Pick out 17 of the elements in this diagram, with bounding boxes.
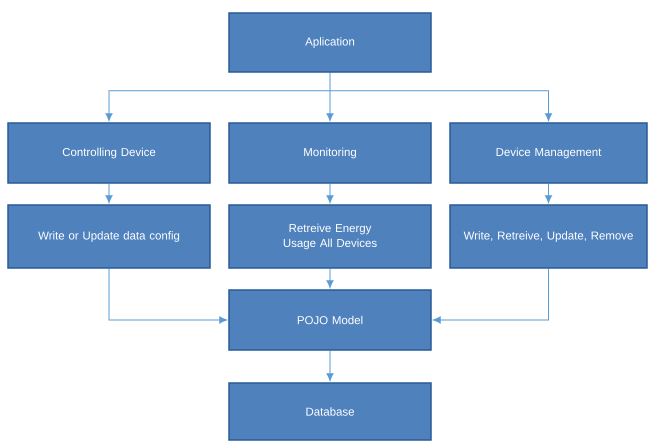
- process-box: Device Management: [449, 122, 648, 184]
- process-box: Write, Retreive, Update, Remove: [449, 204, 648, 269]
- arrow: [330, 72, 552, 121]
- process-box: Aplication: [228, 12, 432, 73]
- arrow: [108, 268, 227, 324]
- process-box: Controlling Device: [7, 122, 211, 184]
- process-box: Monitoring: [228, 122, 432, 184]
- arrow: [433, 268, 549, 324]
- process-box: POJO Model: [228, 289, 432, 351]
- arrow: [326, 183, 334, 203]
- process-box: Database: [228, 382, 432, 441]
- arrow: [326, 268, 334, 288]
- arrow: [105, 183, 113, 203]
- arrow: [326, 350, 334, 381]
- process-box: Retreive Energy Usage All Devices: [228, 204, 432, 269]
- process-box: Write or Update data config: [7, 204, 211, 269]
- arrow: [544, 183, 552, 203]
